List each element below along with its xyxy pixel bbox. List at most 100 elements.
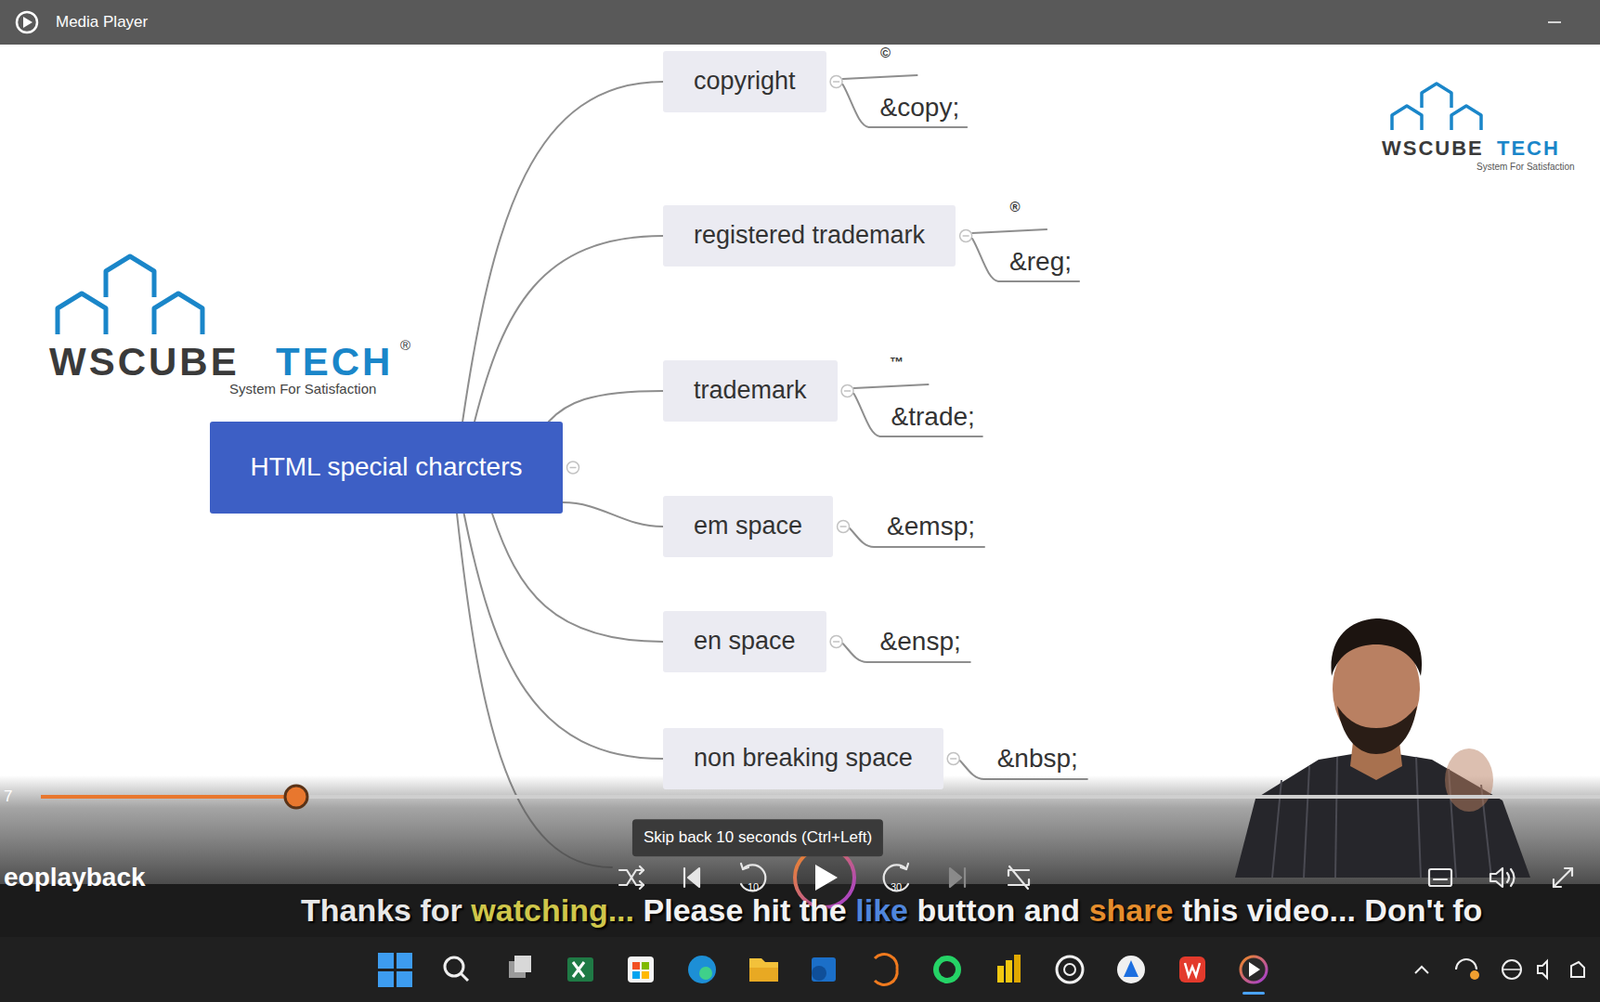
label-slot: ™ bbox=[889, 353, 904, 371]
entity-code: &reg; bbox=[1009, 247, 1072, 277]
leader-line bbox=[972, 238, 1080, 282]
entity-code: &emsp; bbox=[886, 511, 976, 542]
label-slot: 7 bbox=[3, 787, 13, 807]
title-bar bbox=[0, 0, 1600, 45]
next-icon bbox=[949, 868, 965, 887]
logo-mark: ® bbox=[400, 337, 411, 353]
label-slot: 30 bbox=[890, 877, 902, 895]
branch-line bbox=[462, 81, 664, 422]
root-topic-box: HTML special charcters bbox=[209, 421, 563, 514]
taskbar-icons bbox=[377, 952, 1585, 995]
entity-code: &nbsp; bbox=[997, 743, 1079, 774]
logo-word: TECH bbox=[275, 339, 393, 385]
label-slot: System For Satisfaction bbox=[1476, 156, 1575, 174]
label-slot: &emsp; bbox=[886, 511, 976, 542]
label-slot: WSCUBE bbox=[49, 339, 240, 385]
branch-topic-box: en space bbox=[663, 611, 827, 673]
watermark-hexagons bbox=[1391, 83, 1482, 131]
label-slot: TECH bbox=[1496, 136, 1561, 160]
collapse-toggle bbox=[949, 757, 957, 760]
watermark-word: TECH bbox=[1496, 136, 1561, 160]
label-slot: WSCUBE bbox=[1381, 136, 1484, 160]
label-slot: TECH bbox=[275, 339, 393, 385]
leader-line bbox=[854, 384, 929, 389]
leader-line bbox=[843, 75, 918, 79]
collapse-toggle bbox=[830, 636, 843, 649]
branch-topic-box: em space bbox=[663, 495, 833, 558]
time-elapsed: 7 bbox=[3, 787, 13, 807]
branch-line bbox=[562, 502, 664, 527]
topic-text: HTML special charcters bbox=[249, 452, 522, 482]
collapse-toggle bbox=[567, 461, 580, 474]
collapse-toggle bbox=[830, 76, 843, 89]
player-icon bbox=[16, 12, 38, 33]
window-title: Media Player bbox=[55, 13, 148, 32]
collapse-toggle bbox=[570, 467, 577, 469]
collapse-toggle bbox=[832, 640, 840, 643]
label-slot: &reg; bbox=[1009, 247, 1072, 277]
label-slot: eoplayback bbox=[3, 862, 146, 893]
shuffle-icon bbox=[619, 866, 644, 889]
branch-topic-box: registered trademark bbox=[663, 205, 956, 267]
previous-icon bbox=[684, 868, 700, 887]
subtitle-line: Thanks forwatching...Please hit thelikeb… bbox=[300, 892, 1483, 929]
symbol-glyph: ® bbox=[1010, 198, 1021, 215]
skip-seconds: 10 bbox=[747, 881, 759, 894]
subtitle-text: like bbox=[855, 892, 909, 929]
entity-code: &trade; bbox=[891, 402, 976, 432]
leader-line bbox=[843, 84, 968, 128]
leader-line bbox=[972, 229, 1047, 234]
label-slot: Media Player bbox=[55, 13, 148, 32]
video-title: eoplayback bbox=[3, 862, 146, 893]
subtitle-text: Thanks for bbox=[300, 892, 463, 929]
subtitle-text: button and bbox=[916, 892, 1080, 929]
topic-text: copyright bbox=[693, 66, 796, 96]
label-slot: ® bbox=[1010, 198, 1021, 216]
branch-line bbox=[492, 513, 664, 642]
fullscreen-icon bbox=[1553, 868, 1573, 887]
collapse-toggle bbox=[841, 385, 854, 398]
collapse-toggle bbox=[844, 390, 851, 392]
collapse-toggle bbox=[960, 230, 973, 243]
leader-line bbox=[854, 393, 983, 437]
label-slot: Skip back 10 seconds (Ctrl+Left) bbox=[632, 819, 884, 857]
taskbar bbox=[0, 936, 1600, 1002]
label-slot: 10 bbox=[747, 877, 759, 895]
label-slot: ® bbox=[400, 337, 411, 354]
symbol-glyph: © bbox=[880, 44, 891, 61]
minimize-button bbox=[1547, 21, 1561, 24]
logo-tagline: System For Satisfaction bbox=[229, 380, 377, 397]
presenter bbox=[1235, 618, 1531, 878]
branch-line bbox=[464, 513, 664, 759]
symbol-glyph: ™ bbox=[889, 353, 904, 370]
repeat-off-icon bbox=[1008, 866, 1029, 889]
topic-text: non breaking space bbox=[693, 743, 913, 773]
subtitle-text: share bbox=[1089, 892, 1174, 929]
branch-topic-box: copyright bbox=[663, 51, 827, 113]
branch-topic-box: trademark bbox=[663, 360, 838, 422]
branch-line bbox=[548, 390, 664, 422]
collapse-toggle bbox=[840, 525, 847, 528]
subtitle-text: this video... Don't fo bbox=[1182, 892, 1483, 929]
label-slot: &copy; bbox=[880, 92, 961, 123]
label-slot: &trade; bbox=[891, 402, 976, 432]
subtitle-text: Please hit the bbox=[643, 892, 847, 929]
collapse-toggle bbox=[837, 520, 850, 534]
entity-code: &ensp; bbox=[880, 626, 962, 657]
watermark-word: WSCUBE bbox=[1381, 136, 1484, 160]
subtitle-text: watching... bbox=[470, 892, 635, 929]
label-slot: &nbsp; bbox=[997, 743, 1079, 774]
skip-seconds: 30 bbox=[890, 881, 902, 894]
topic-text: trademark bbox=[693, 376, 807, 405]
label-slot: &ensp; bbox=[880, 626, 962, 657]
subtitles-icon bbox=[1429, 869, 1452, 886]
topic-text: en space bbox=[693, 626, 796, 656]
collapse-toggle bbox=[947, 753, 960, 766]
watermark-tagline: System For Satisfaction bbox=[1476, 161, 1575, 173]
entity-code: &copy; bbox=[880, 92, 961, 123]
collapse-toggle bbox=[832, 80, 840, 83]
logo-word: WSCUBE bbox=[49, 339, 240, 385]
